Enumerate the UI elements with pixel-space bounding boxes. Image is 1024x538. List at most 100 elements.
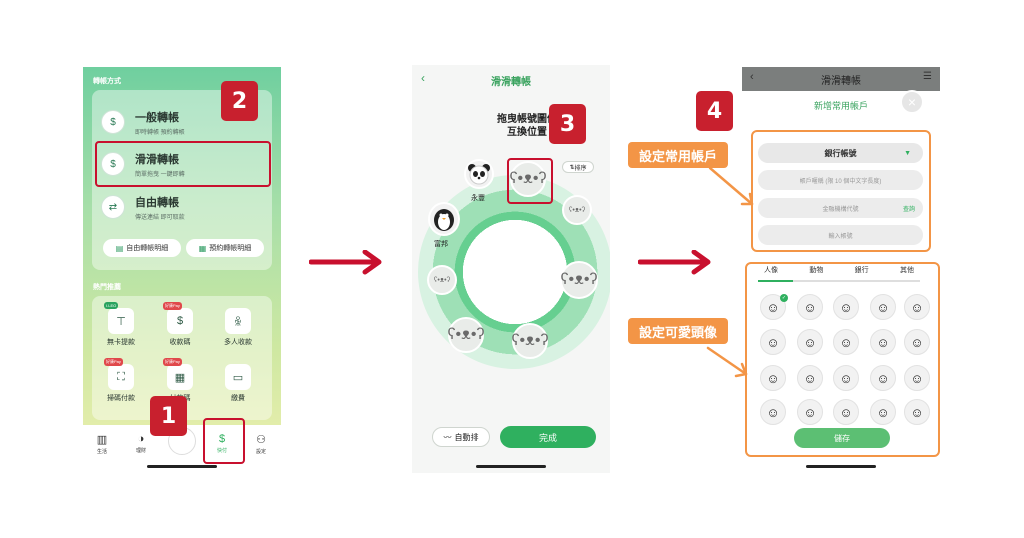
- nav-item-settings[interactable]: ⚇設定: [246, 433, 276, 455]
- wallet-icon: ▭: [232, 371, 244, 384]
- tab-underline: [758, 280, 920, 282]
- bear-face-icon: ʕ•ᴥ•ʔ: [511, 332, 549, 349]
- item-label: 無卡提款: [107, 339, 135, 346]
- back-chevron-icon[interactable]: ‹: [750, 71, 754, 83]
- account-number-input[interactable]: 輸入帳號: [758, 225, 923, 245]
- account-type-select[interactable]: 銀行帳號 ▼: [758, 143, 923, 163]
- transfer-option-slide[interactable]: $ 滑滑轉帳 簡單拖曳 一鍵即轉: [101, 144, 261, 184]
- avatar-option-icon[interactable]: ☺: [760, 365, 786, 391]
- account-avatar[interactable]: ʕ•ᴥ•ʔ: [560, 261, 598, 299]
- highlight-account-fields: [751, 130, 931, 252]
- avatar-option-icon[interactable]: ☺: [904, 294, 930, 320]
- avatar-option-icon[interactable]: ☺: [833, 399, 859, 425]
- avatar-option-icon[interactable]: ☺: [797, 365, 823, 391]
- step-badge-4: 4: [696, 91, 733, 131]
- option-subtitle: 傳送連結 即可取款: [135, 214, 185, 221]
- hot-item-receive-code[interactable]: 好康Pay$ 收款碼: [156, 302, 204, 347]
- nav-label: 快付: [216, 448, 227, 454]
- home-indicator: [476, 465, 546, 468]
- bank-code-input[interactable]: 金融機構代號 查詢: [758, 198, 923, 218]
- option-title: 自由轉帳: [135, 196, 179, 209]
- dragged-account-avatar[interactable]: ʕ•ᴥ•ʔ: [510, 161, 546, 197]
- done-button[interactable]: 完成: [500, 426, 596, 448]
- highlight-avatar-picker: [745, 262, 940, 457]
- account-avatar[interactable]: ʕ•ᴥ•ʔ: [427, 265, 457, 295]
- nickname-input[interactable]: 帳戶暱稱 (限 10 個中文字長度): [758, 170, 923, 190]
- item-tag: I.LEO: [104, 302, 119, 309]
- annotation-pointer-icon: [706, 346, 748, 378]
- item-tag: 好康Pay: [163, 302, 182, 310]
- tab-animal[interactable]: 動物: [809, 267, 824, 274]
- hot-item-scan-pay[interactable]: 好康Pay⛶ 掃碼付款: [97, 358, 145, 403]
- highlight-quick-pay-nav: [203, 418, 245, 464]
- section-title-transfer-methods: 轉帳方式: [93, 78, 121, 85]
- avatar-option-icon[interactable]: ☺: [760, 294, 786, 320]
- scheduled-transfer-details-button[interactable]: ▦預約轉帳明細: [186, 239, 264, 257]
- item-label: 多人收款: [224, 339, 252, 346]
- dimmed-header: ‹ 滑滑轉帳 ☰: [742, 67, 940, 91]
- avatar-option-icon[interactable]: ☺: [833, 329, 859, 355]
- triangle-down-icon: ▼: [904, 149, 911, 157]
- sort-button[interactable]: ⇅排序: [562, 161, 594, 173]
- hot-item-pay-code[interactable]: 好康Pay▦ 付款碼: [156, 358, 204, 403]
- atm-icon: ⊤: [116, 315, 126, 328]
- item-tag: 好康Pay: [163, 358, 182, 366]
- tab-other[interactable]: 其他: [899, 267, 914, 274]
- avatar-option-icon[interactable]: ☺: [870, 294, 896, 320]
- save-button[interactable]: 儲存: [794, 428, 890, 448]
- home-indicator: [147, 465, 217, 468]
- avatar-option-icon[interactable]: ☺: [904, 365, 930, 391]
- button-label: 自動排: [454, 432, 479, 442]
- nav-item-quick-pay[interactable]: $ 快付: [207, 433, 237, 454]
- trend-icon: 〰: [443, 432, 452, 442]
- avatar-option-icon[interactable]: ☺: [797, 329, 823, 355]
- hint-line: 拖曳帳號圖像: [497, 114, 557, 125]
- sliders-icon[interactable]: ☰: [923, 71, 932, 82]
- avatar-option-icon[interactable]: ☺: [833, 365, 859, 391]
- back-chevron-icon[interactable]: ‹: [421, 71, 425, 85]
- drag-hint: 拖曳帳號圖像 互換位置: [472, 113, 582, 139]
- section-title-hot: 熱門推薦: [93, 284, 121, 291]
- transfer-option-free[interactable]: ⇄ 自由轉帳 傳送連結 即可取款: [101, 187, 261, 227]
- avatar-option-icon[interactable]: ☺: [870, 365, 896, 391]
- annotation-set-avatar: 設定可愛頭像: [628, 318, 728, 344]
- free-transfer-details-button[interactable]: ▤自由轉帳明細: [103, 239, 181, 257]
- nav-label: 生活: [96, 449, 107, 455]
- list-icon: ▤: [115, 243, 124, 253]
- avatar-option-icon[interactable]: ☺: [904, 329, 930, 355]
- scan-icon: ⛶: [117, 370, 125, 383]
- step-badge-2: 2: [221, 81, 258, 121]
- auto-arrange-button[interactable]: 〰自動排: [432, 427, 490, 447]
- transfer-option-general[interactable]: $ 一般轉帳 即時轉帳 預約轉帳: [101, 102, 261, 142]
- nav-label: 設定: [255, 449, 266, 455]
- highlight-dragged-avatar: [507, 158, 553, 204]
- avatar-option-icon[interactable]: ☺: [760, 399, 786, 425]
- nav-item-wealth[interactable]: ◑理財: [126, 433, 156, 454]
- nav-item-life[interactable]: ▥生活: [87, 433, 117, 455]
- account-avatar[interactable]: ʕ•ᴥ•ʔ: [562, 195, 592, 225]
- hot-item-group-collect[interactable]: ꆜ 多人收款: [214, 308, 262, 347]
- bear-face-icon: ʕ•ᴥ•ʔ: [433, 276, 451, 284]
- option-subtitle: 即時轉帳 預約轉帳: [135, 129, 185, 136]
- avatar-option-icon[interactable]: ☺: [870, 329, 896, 355]
- avatar-option-icon[interactable]: ☺: [833, 294, 859, 320]
- penguin-avatar-icon[interactable]: [428, 202, 460, 236]
- tab-portrait[interactable]: 人像: [764, 267, 778, 274]
- account-avatar[interactable]: ʕ•ᴥ•ʔ: [512, 323, 548, 359]
- avatar-option-icon[interactable]: ☺: [904, 399, 930, 425]
- account-avatar[interactable]: ʕ•ᴥ•ʔ: [448, 317, 484, 353]
- close-icon[interactable]: ×: [900, 90, 924, 114]
- bear-face-icon: ʕ•ᴥ•ʔ: [447, 326, 485, 343]
- button-label: 預約轉帳明細: [209, 245, 252, 252]
- panda-avatar-icon[interactable]: [464, 159, 494, 189]
- hot-item-cardless-withdrawal[interactable]: I.LEO ⊤ 無卡提款: [97, 302, 145, 347]
- avatar-option-icon[interactable]: ☺: [760, 329, 786, 355]
- dollar-icon: $: [218, 433, 226, 445]
- avatar-option-icon[interactable]: ☺: [797, 399, 823, 425]
- hot-item-bill-pay[interactable]: ▭ 繳費: [214, 364, 262, 403]
- tab-bank[interactable]: 銀行: [854, 267, 869, 274]
- avatar-option-icon[interactable]: ☺: [797, 294, 823, 320]
- avatar-option-icon[interactable]: ☺: [870, 399, 896, 425]
- bank-code-query-link[interactable]: 查詢: [902, 206, 915, 213]
- calendar-icon: ▦: [198, 243, 207, 253]
